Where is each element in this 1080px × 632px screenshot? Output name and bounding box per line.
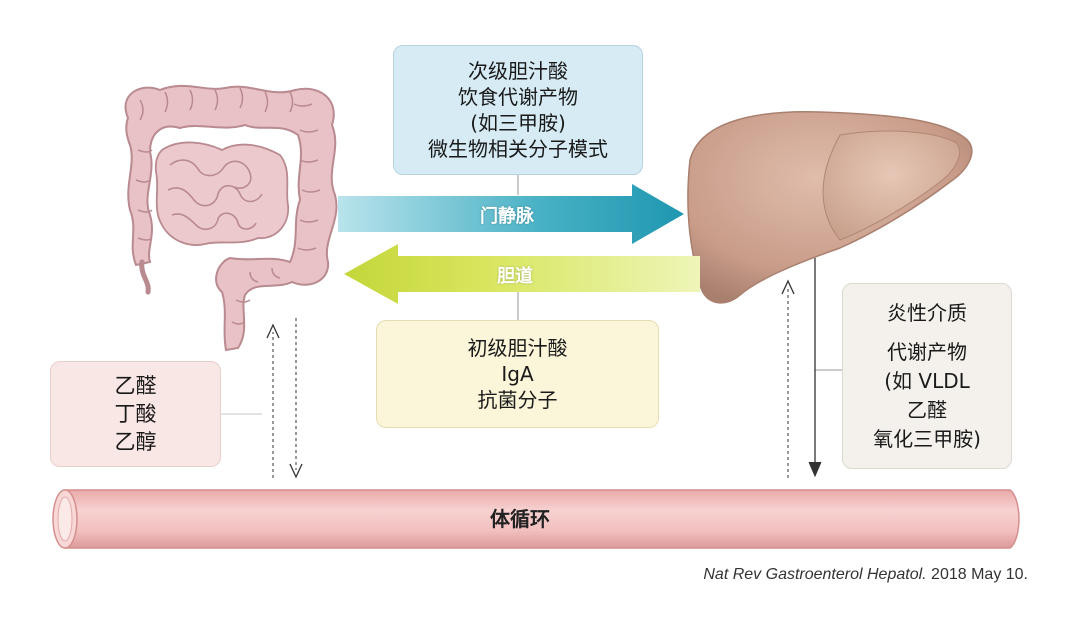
- left-box-line: 丁酸: [114, 402, 157, 426]
- liver-outputs-box: 炎性介质 代谢产物 (如 VLDL 乙醛 氧化三甲胺): [842, 283, 1012, 469]
- gut-metabolites-box: 乙醛 丁酸 乙醇: [50, 361, 221, 467]
- right-box-line: 氧化三甲胺): [873, 426, 981, 451]
- mid-box-line: 初级胆汁酸: [467, 336, 568, 360]
- microbial-products-box: 次级胆汁酸 饮食代谢产物 (如三甲胺) 微生物相关分子模式: [393, 45, 643, 175]
- gut-down-arrow: [289, 318, 303, 479]
- left-box-line: 乙醇: [114, 430, 157, 454]
- top-box-line: 饮食代谢产物: [458, 85, 578, 109]
- bile-duct-arrow: [344, 244, 700, 304]
- liver-up-arrow: [781, 279, 795, 478]
- intestine-icon: [124, 84, 338, 352]
- liver-down-arrow: [808, 258, 822, 478]
- mid-box-line: 抗菌分子: [477, 388, 558, 412]
- citation-journal: Nat Rev Gastroenterol Hepatol.: [703, 566, 927, 583]
- portal-vein-label: 门静脉: [480, 206, 534, 227]
- right-box-line: 乙醛: [907, 397, 947, 422]
- citation: Nat Rev Gastroenterol Hepatol. 2018 May …: [703, 566, 1028, 584]
- mid-box-line: IgA: [501, 362, 534, 386]
- systemic-circulation-vessel: [52, 489, 1020, 549]
- right-box-heading: 炎性介质: [887, 300, 967, 325]
- bile-duct-label: 胆道: [497, 266, 533, 287]
- right-box-line: (如 VLDL: [884, 368, 970, 393]
- top-box-line: 次级胆汁酸: [468, 59, 568, 83]
- gut-up-arrow: [266, 323, 280, 478]
- portal-vein-arrow: [338, 184, 684, 244]
- systemic-circulation-label: 体循环: [490, 507, 550, 531]
- citation-date: 2018 May 10.: [931, 566, 1028, 583]
- top-box-line: 微生物相关分子模式: [428, 137, 608, 161]
- top-box-line: (如三甲胺): [470, 111, 566, 135]
- left-box-line: 乙醛: [114, 374, 157, 398]
- liver-to-gut-box: 初级胆汁酸 IgA 抗菌分子: [376, 320, 659, 428]
- liver-icon: [687, 111, 973, 304]
- right-box-line: 代谢产物: [887, 339, 967, 364]
